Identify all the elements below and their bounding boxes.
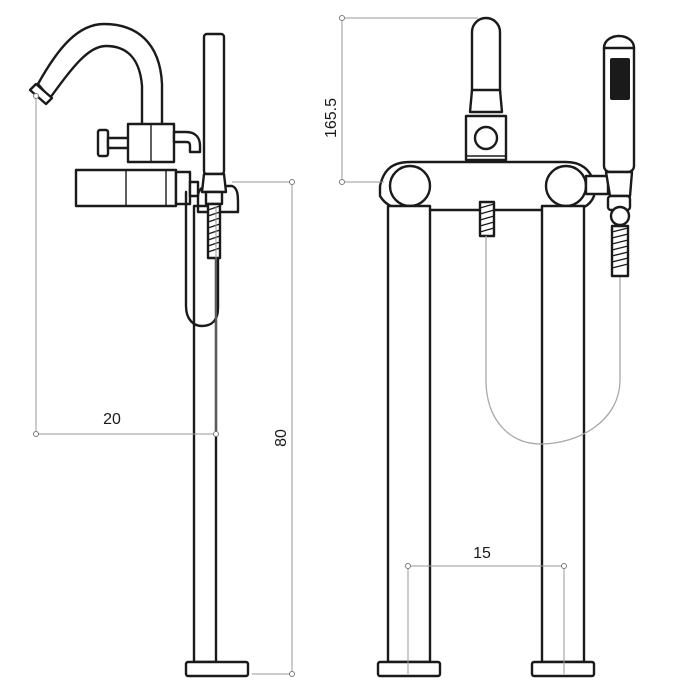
valve-knob-right (544, 164, 588, 208)
diverter-knob (172, 130, 202, 154)
hose-spiral-center (478, 200, 496, 238)
side-view (28, 22, 250, 678)
dimension-height: 80 (232, 179, 295, 677)
spout-gooseneck (36, 22, 164, 128)
dimension-label-reach: 20 (103, 411, 121, 428)
lever-stem (106, 136, 132, 150)
dimension-label-height: 80 (273, 429, 290, 447)
front-view (376, 16, 636, 678)
leg-left (386, 204, 432, 664)
valve-coupling (174, 170, 192, 206)
base-plate-side (184, 660, 250, 678)
leg-right (540, 204, 586, 664)
hose-spiral-handset (610, 224, 630, 278)
hose-hidden-loop (485, 236, 621, 445)
dimension-label-top: 165.5 (323, 98, 340, 138)
handset-side (202, 32, 226, 176)
dimension-label-legs: 15 (473, 545, 491, 562)
spout-tip (28, 82, 54, 106)
hose-loop-side (184, 190, 220, 328)
hose-spiral-side (206, 202, 222, 260)
valve-knob-left (388, 164, 432, 208)
lever-handle-side (96, 128, 110, 158)
dimension-reach: 20 (33, 93, 219, 437)
base-plate-left (376, 660, 442, 678)
dimension-top: 165.5 (323, 15, 478, 185)
shower-head-grid (610, 58, 630, 100)
base-plate-right (530, 660, 596, 678)
dimension-legs: 15 (405, 545, 567, 674)
